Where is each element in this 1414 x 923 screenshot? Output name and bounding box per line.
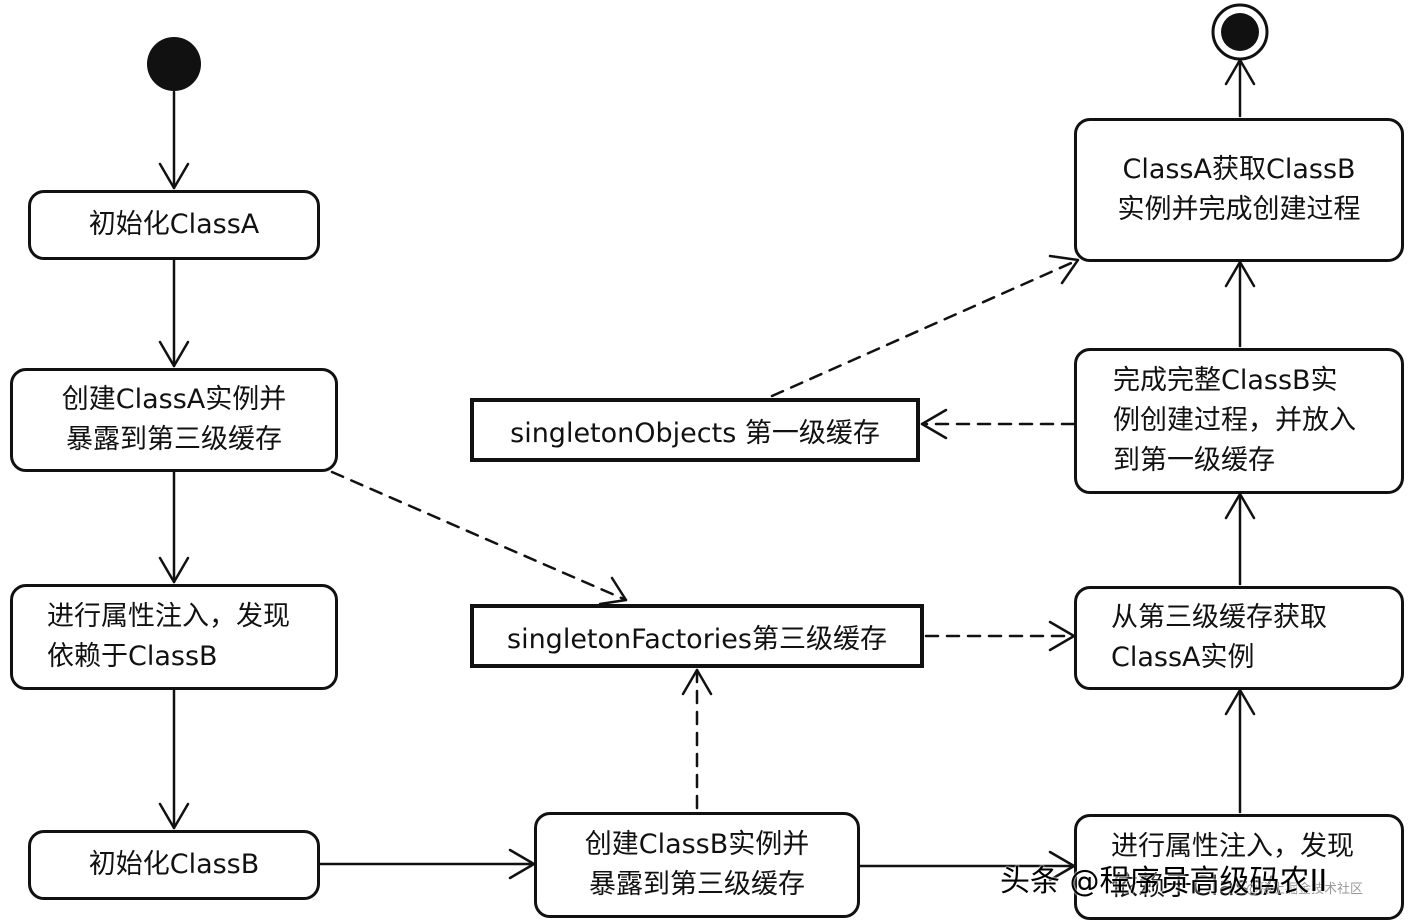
dashed-edge-factories-to-get-a [924, 620, 1076, 652]
watermark-toutiao: 头条 @程序员高级码农II [1000, 864, 1328, 899]
dashed-edge-objects-to-a-gets-b [770, 254, 1080, 398]
edge-start-to-init-a [158, 90, 190, 190]
edge-init-b-to-create-b [318, 848, 536, 880]
node-inject-class-b-label: 进行属性注入，发现 依赖于ClassA [1111, 831, 1354, 902]
edge-create-a-to-inject-a [158, 470, 190, 584]
node-class-a-gets-class-b: ClassA获取ClassB 实例并完成创建过程 [1074, 118, 1404, 262]
node-class-a-gets-class-b-label: ClassA获取ClassB 实例并完成创建过程 [1117, 154, 1361, 225]
node-init-class-b-label: 初始化ClassB [88, 849, 260, 880]
end-node [1211, 3, 1269, 61]
node-init-class-b: 初始化ClassB [28, 830, 320, 900]
edge-inject-b-to-get-a [1224, 688, 1256, 814]
node-create-class-b-label: 创建ClassB实例并 暴露到第三级缓存 [584, 829, 810, 900]
start-node [147, 37, 201, 91]
node-inject-class-b: 进行属性注入，发现 依赖于ClassA [1074, 814, 1404, 920]
node-get-class-a-from-l3-label: 从第三级缓存获取 ClassA实例 [1111, 602, 1327, 673]
node-init-class-a-label: 初始化ClassA [88, 209, 260, 240]
node-complete-class-b-label: 完成完整ClassB实 例创建过程，并放入 到第一级缓存 [1113, 365, 1356, 476]
node-inject-class-a-label: 进行属性注入，发现 依赖于ClassB [47, 601, 290, 672]
edge-a-gets-b-to-end [1224, 58, 1256, 118]
store-singleton-objects-label: singletonObjects 第一级缓存 [510, 417, 880, 449]
node-inject-class-a: 进行属性注入，发现 依赖于ClassB [10, 584, 338, 690]
node-get-class-a-from-l3: 从第三级缓存获取 ClassA实例 [1074, 586, 1404, 690]
edge-init-a-to-create-a [158, 258, 190, 368]
dashed-edge-create-b-to-factories [681, 668, 713, 810]
store-singleton-factories: singletonFactories第三级缓存 [470, 604, 924, 668]
edge-inject-a-to-init-b [158, 688, 190, 830]
edge-complete-b-to-a-gets-b [1224, 260, 1256, 348]
watermark-juejin: @稀土掘金技术社区 [1246, 882, 1364, 897]
edge-get-a-to-complete-b [1224, 492, 1256, 586]
node-create-class-b: 创建ClassB实例并 暴露到第三级缓存 [534, 812, 860, 918]
node-complete-class-b: 完成完整ClassB实 例创建过程，并放入 到第一级缓存 [1074, 348, 1404, 494]
dashed-edge-create-a-to-factories [330, 470, 628, 606]
store-singleton-factories-label: singletonFactories第三级缓存 [507, 623, 887, 655]
node-create-class-a: 创建ClassA实例并 暴露到第三级缓存 [10, 368, 338, 472]
dashed-edge-complete-b-to-objects [920, 408, 1076, 440]
node-init-class-a: 初始化ClassA [28, 190, 320, 260]
node-create-class-a-label: 创建ClassA实例并 暴露到第三级缓存 [61, 384, 287, 455]
store-singleton-objects: singletonObjects 第一级缓存 [470, 398, 920, 462]
